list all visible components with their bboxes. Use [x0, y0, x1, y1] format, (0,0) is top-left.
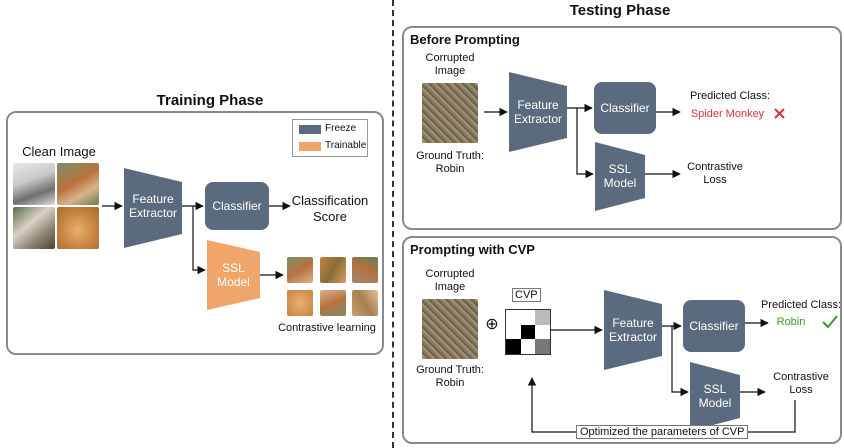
predicted-class-label: Predicted Class: — [689, 90, 771, 102]
predicted-value: Spider Monkey — [690, 108, 765, 120]
phase-divider — [392, 0, 394, 448]
training-title: Training Phase — [156, 92, 264, 109]
cvp-title: Prompting with CVP — [410, 242, 535, 257]
hamster-image — [57, 207, 99, 249]
robin-image — [57, 163, 99, 205]
predicted-class-label: Predicted Class: — [760, 299, 842, 311]
legend-trainable-label: Trainable — [325, 140, 367, 151]
classifier-label: Classifier — [600, 101, 650, 115]
cat-image — [13, 207, 55, 249]
classifier-label: Classifier — [212, 199, 262, 213]
ssl-model-shape — [595, 142, 645, 211]
feature-extractor-shape — [604, 290, 662, 370]
ssl-model-shape — [690, 362, 740, 431]
aug-image — [320, 290, 346, 316]
oplus-symbol: ⊕ — [485, 316, 499, 333]
aug-image — [320, 257, 346, 283]
aug-image — [352, 257, 378, 283]
feature-extractor-shape — [124, 168, 182, 248]
aug-image — [287, 257, 313, 283]
trainable-swatch — [299, 142, 321, 151]
legend-freeze-label: Freeze — [325, 123, 357, 134]
corrupted-image — [422, 299, 478, 359]
ground-truth-label: Ground Truth:Robin — [416, 150, 484, 175]
predicted-value: Robin — [776, 316, 806, 328]
cvp-prompt-pattern — [505, 309, 551, 355]
contrastive-learning-label: Contrastive learning — [278, 322, 376, 334]
husky-image — [13, 163, 55, 205]
classifier-shape — [594, 82, 656, 134]
aug-image — [352, 290, 378, 316]
before-title: Before Prompting — [410, 32, 520, 47]
ssl-model-shape — [207, 240, 260, 310]
classifier-shape — [205, 182, 269, 230]
wrong-icon — [774, 108, 785, 119]
classifier-shape — [683, 300, 745, 352]
testing-title: Testing Phase — [569, 2, 671, 19]
check-icon — [822, 315, 838, 329]
feature-extractor-shape — [509, 72, 567, 152]
classifier-label: Classifier — [689, 319, 739, 333]
optimize-cvp-label: Optimized the parameters of CVP — [576, 425, 749, 439]
ground-truth-label: Ground Truth:Robin — [416, 364, 484, 389]
clean-image-label: Clean Image — [22, 144, 96, 159]
legend: Freeze Trainable — [292, 119, 368, 157]
freeze-swatch — [299, 125, 321, 134]
aug-image — [287, 290, 313, 316]
cvp-label: CVP — [512, 288, 541, 302]
corrupted-image — [422, 83, 478, 143]
